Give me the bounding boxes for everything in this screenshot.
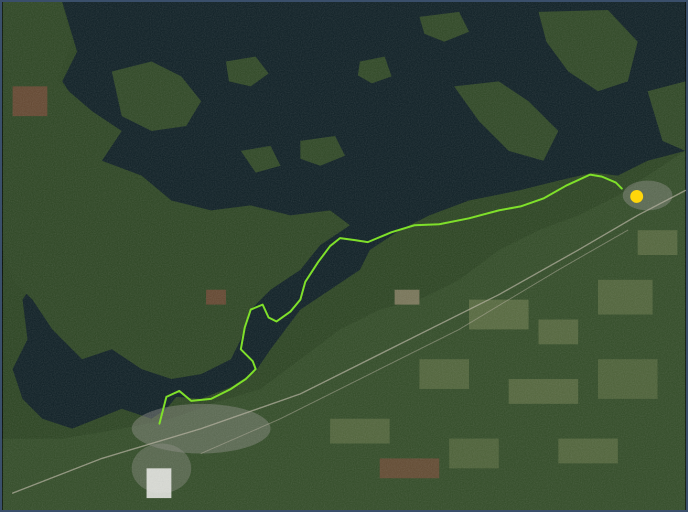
marker-dot-icon[interactable]	[630, 190, 644, 203]
route-line[interactable]	[158, 173, 623, 425]
